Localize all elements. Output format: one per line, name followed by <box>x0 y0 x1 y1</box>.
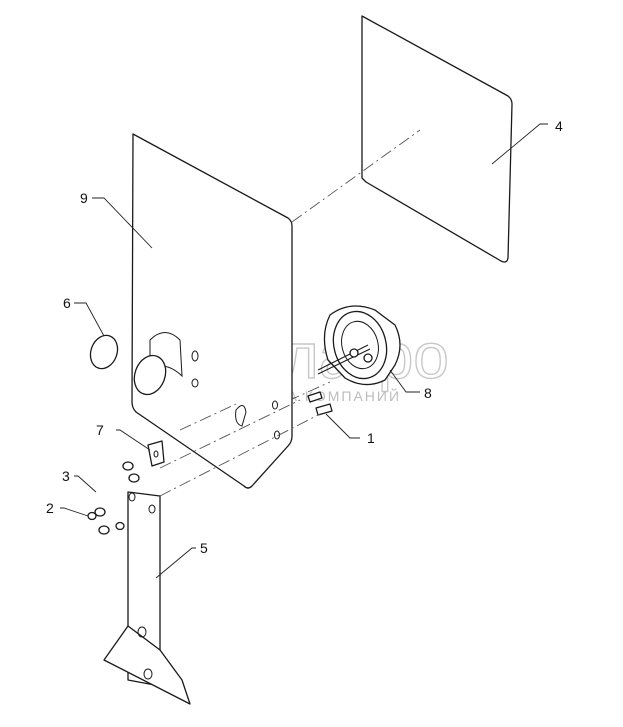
part-8-mirror-head <box>317 305 401 386</box>
axis-line-upper <box>291 129 421 223</box>
part-2-washers <box>87 511 125 531</box>
callout-8: 8 <box>424 385 432 401</box>
part-4-mirror-glass <box>361 15 513 263</box>
clip-hole <box>153 450 159 458</box>
part-6-round-reflector <box>89 334 119 370</box>
plate-hole <box>272 400 278 410</box>
part-7-clip <box>147 440 165 467</box>
callout-5: 5 <box>200 540 208 556</box>
part-5-support-bracket <box>103 491 191 705</box>
plate-cutout <box>235 405 247 427</box>
bolt-axis <box>179 403 237 431</box>
part-3-nuts <box>94 461 140 535</box>
callout-9: 9 <box>80 190 88 206</box>
callout-labels: 1 2 3 4 5 6 7 8 9 <box>46 118 563 556</box>
callout-1: 1 <box>367 430 375 446</box>
callout-3: 3 <box>62 468 70 484</box>
plate-hole <box>191 350 199 362</box>
callout-4: 4 <box>555 118 563 134</box>
callout-7: 7 <box>96 422 104 438</box>
callout-2: 2 <box>46 500 54 516</box>
part-9-mirror-plate <box>131 133 293 489</box>
part-1-bolts <box>307 391 333 416</box>
plate-hole <box>191 378 199 388</box>
part-6-reflector-outline <box>133 354 167 396</box>
callout-6: 6 <box>63 295 71 311</box>
bolt-axis <box>159 413 321 497</box>
leader-lines <box>60 123 548 579</box>
bolt-axis <box>159 399 301 469</box>
